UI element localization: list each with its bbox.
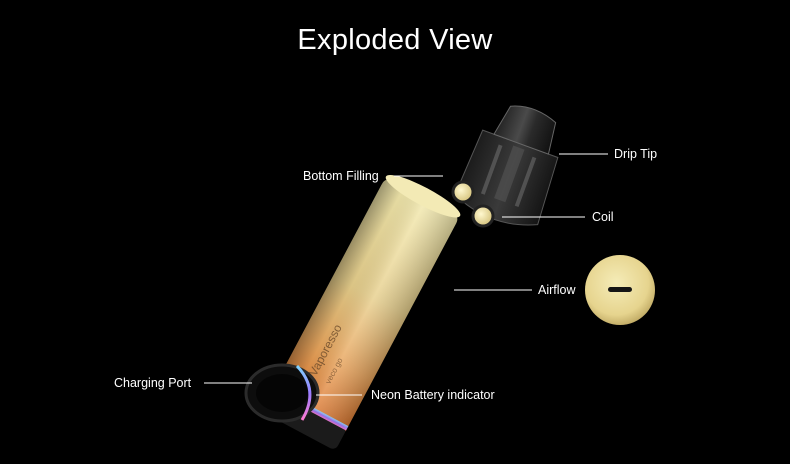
airflow-disc — [585, 255, 655, 325]
pod-cartridge — [454, 105, 559, 226]
coil-contact-2 — [471, 204, 495, 228]
callout-coil: Coil — [592, 210, 614, 224]
callout-airflow: Airflow — [538, 283, 576, 297]
callout-neon-battery: Neon Battery indicator — [371, 388, 495, 402]
charging-port-end — [244, 363, 320, 423]
page-title: Exploded View — [297, 24, 493, 56]
callout-drip-tip: Drip Tip — [614, 147, 658, 161]
leader-lines — [204, 153, 608, 396]
coil-contact-1 — [451, 180, 475, 204]
battery-body: Vaporesso veco go — [263, 174, 461, 449]
callout-charging-port: Charging Port — [114, 376, 192, 390]
callout-bottom-filling: Bottom Filling — [303, 169, 379, 183]
